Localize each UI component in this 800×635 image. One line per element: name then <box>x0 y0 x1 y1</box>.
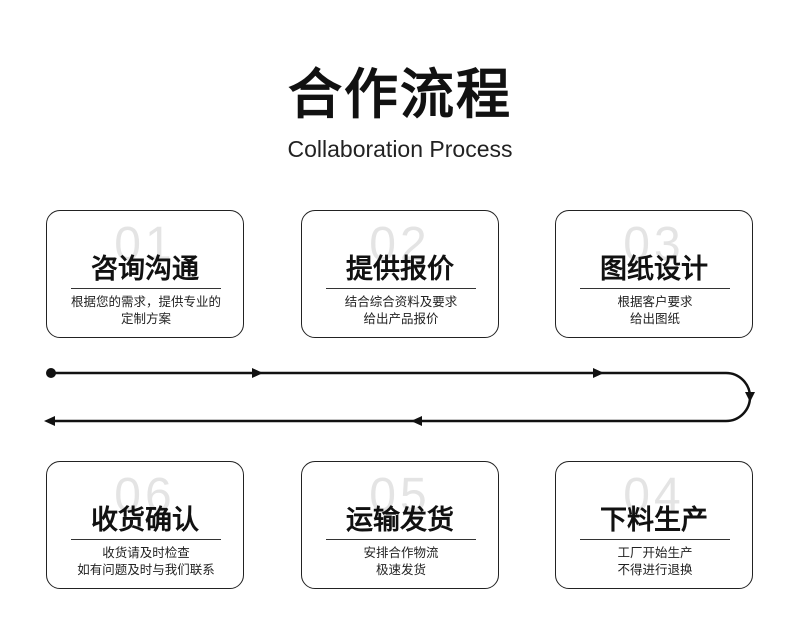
step-description-line: 给出图纸 <box>629 311 680 326</box>
step-title: 图纸设计 <box>600 254 708 285</box>
step-description-line: 收货请及时检查 <box>102 545 190 560</box>
step-divider <box>580 539 730 540</box>
step-title: 收货确认 <box>91 505 199 536</box>
step-description: 根据您的需求，提供专业的 定制方案 <box>53 293 239 327</box>
step-description-line: 根据您的需求，提供专业的 <box>70 294 221 309</box>
step-divider <box>326 288 476 289</box>
page-title: 合作流程 <box>288 63 512 126</box>
step-description: 安排合作物流 极速发货 <box>308 544 494 578</box>
step-card-04: 04 下料生产 工厂开始生产 不得进行退换 <box>555 461 753 589</box>
step-divider <box>71 539 221 540</box>
step-description-line: 定制方案 <box>120 311 171 326</box>
step-number: 05 <box>369 469 431 522</box>
step-description: 工厂开始生产 不得进行退换 <box>562 544 748 578</box>
step-number: 02 <box>369 218 431 271</box>
step-description-line: 根据客户要求 <box>617 294 693 309</box>
page-subtitle: Collaboration Process <box>287 136 513 162</box>
step-number: 03 <box>623 218 685 271</box>
arrow-down-icon <box>745 392 755 402</box>
step-divider <box>71 288 221 289</box>
flow-path <box>48 371 752 423</box>
arrow-left-icon <box>411 416 422 426</box>
step-card-02: 02 提供报价 结合综合资料及要求 给出产品报价 <box>301 210 499 338</box>
step-title: 运输发货 <box>346 505 454 536</box>
step-description: 结合综合资料及要求 给出产品报价 <box>308 293 494 327</box>
step-description-line: 不得进行退换 <box>617 562 693 577</box>
step-card-05: 05 运输发货 安排合作物流 极速发货 <box>301 461 499 589</box>
step-number: 01 <box>114 218 176 271</box>
step-title: 下料生产 <box>600 505 708 536</box>
step-card-03: 03 图纸设计 根据客户要求 给出图纸 <box>555 210 753 338</box>
step-description-line: 给出产品报价 <box>363 311 439 326</box>
step-number: 04 <box>623 469 685 522</box>
step-divider <box>580 288 730 289</box>
arrow-right-icon <box>593 368 604 378</box>
step-description-line: 工厂开始生产 <box>617 545 693 560</box>
step-description-line: 结合综合资料及要求 <box>344 294 458 309</box>
step-title: 提供报价 <box>346 254 454 285</box>
step-card-06: 06 收货确认 收货请及时检查 如有问题及时与我们联系 <box>46 461 244 589</box>
step-divider <box>326 539 476 540</box>
arrow-right-icon <box>252 368 263 378</box>
step-title: 咨询沟通 <box>91 254 199 285</box>
step-description-line: 极速发货 <box>375 562 426 577</box>
step-number: 06 <box>114 469 176 522</box>
step-description-line: 如有问题及时与我们联系 <box>77 562 215 577</box>
step-description-line: 安排合作物流 <box>363 545 439 560</box>
step-description: 收货请及时检查 如有问题及时与我们联系 <box>53 544 239 578</box>
arrow-left-icon <box>44 416 55 426</box>
step-card-01: 01 咨询沟通 根据您的需求，提供专业的 定制方案 <box>46 210 244 338</box>
step-description: 根据客户要求 给出图纸 <box>562 293 748 327</box>
